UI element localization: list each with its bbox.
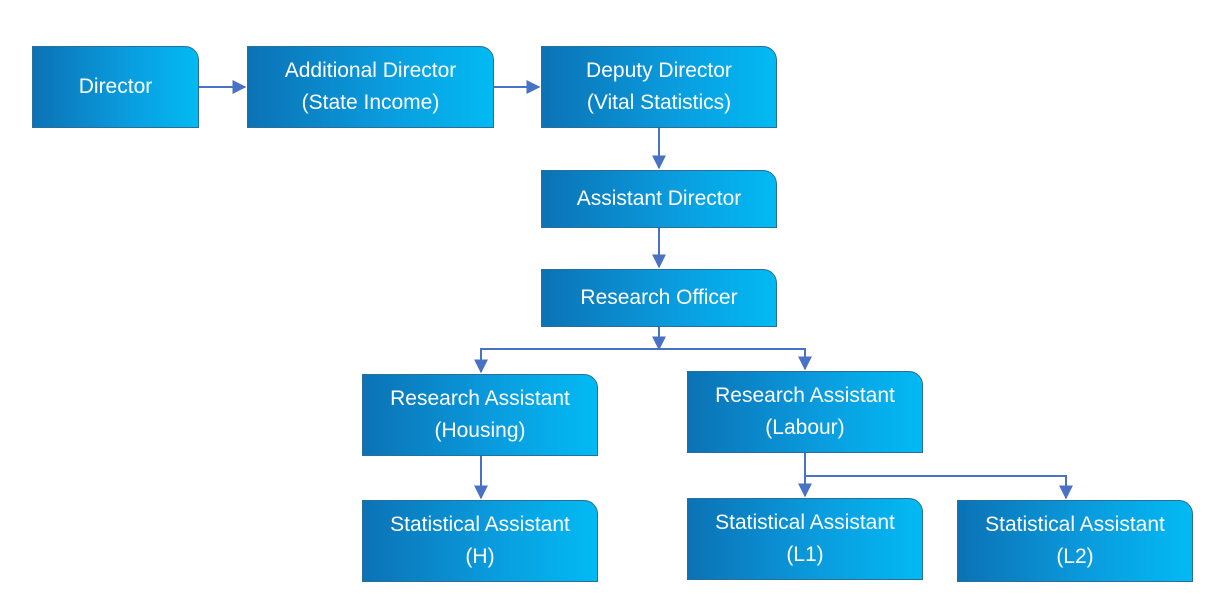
node-assistant-director: Assistant Director: [541, 170, 777, 228]
node-research-assistant-labour-line1: Research Assistant: [715, 384, 895, 407]
node-statistical-assistant-l1-line1: Statistical Assistant: [715, 511, 895, 534]
connector-research-officer-branch: [480, 348, 806, 372]
node-statistical-assistant-h: Statistical Assistant (H): [362, 500, 598, 582]
node-research-assistant-labour: Research Assistant (Labour): [687, 371, 923, 453]
node-statistical-assistant-l2-line2: (L2): [1056, 545, 1094, 568]
node-statistical-assistant-l1: Statistical Assistant (L1): [687, 498, 923, 580]
node-deputy-director-line2: (Vital Statistics): [586, 91, 732, 114]
node-director: Director: [32, 46, 199, 128]
node-research-officer: Research Officer: [541, 269, 777, 327]
node-additional-director: Additional Director (State Income): [247, 46, 494, 128]
node-research-assistant-housing-line1: Research Assistant: [390, 387, 570, 410]
node-research-assistant-housing: Research Assistant (Housing): [362, 374, 598, 456]
node-deputy-director: Deputy Director (Vital Statistics): [541, 46, 777, 128]
node-statistical-assistant-l1-line2: (L1): [786, 543, 824, 566]
node-additional-director-line1: Additional Director: [284, 59, 457, 82]
node-statistical-assistant-h-line1: Statistical Assistant: [390, 513, 570, 536]
node-director-line1: Director: [78, 75, 153, 98]
node-additional-director-line2: (State Income): [301, 91, 440, 114]
node-research-assistant-labour-line2: (Labour): [765, 416, 845, 439]
connector-labour-branch: [804, 453, 1073, 500]
node-statistical-assistant-l2-line1: Statistical Assistant: [985, 513, 1165, 536]
node-statistical-assistant-h-line2: (H): [465, 545, 495, 568]
node-research-assistant-housing-line2: (Housing): [434, 419, 526, 442]
node-research-officer-line1: Research Officer: [580, 286, 738, 309]
node-statistical-assistant-l2: Statistical Assistant (L2): [957, 500, 1193, 582]
node-assistant-director-line1: Assistant Director: [576, 187, 742, 210]
node-deputy-director-line1: Deputy Director: [586, 59, 732, 82]
